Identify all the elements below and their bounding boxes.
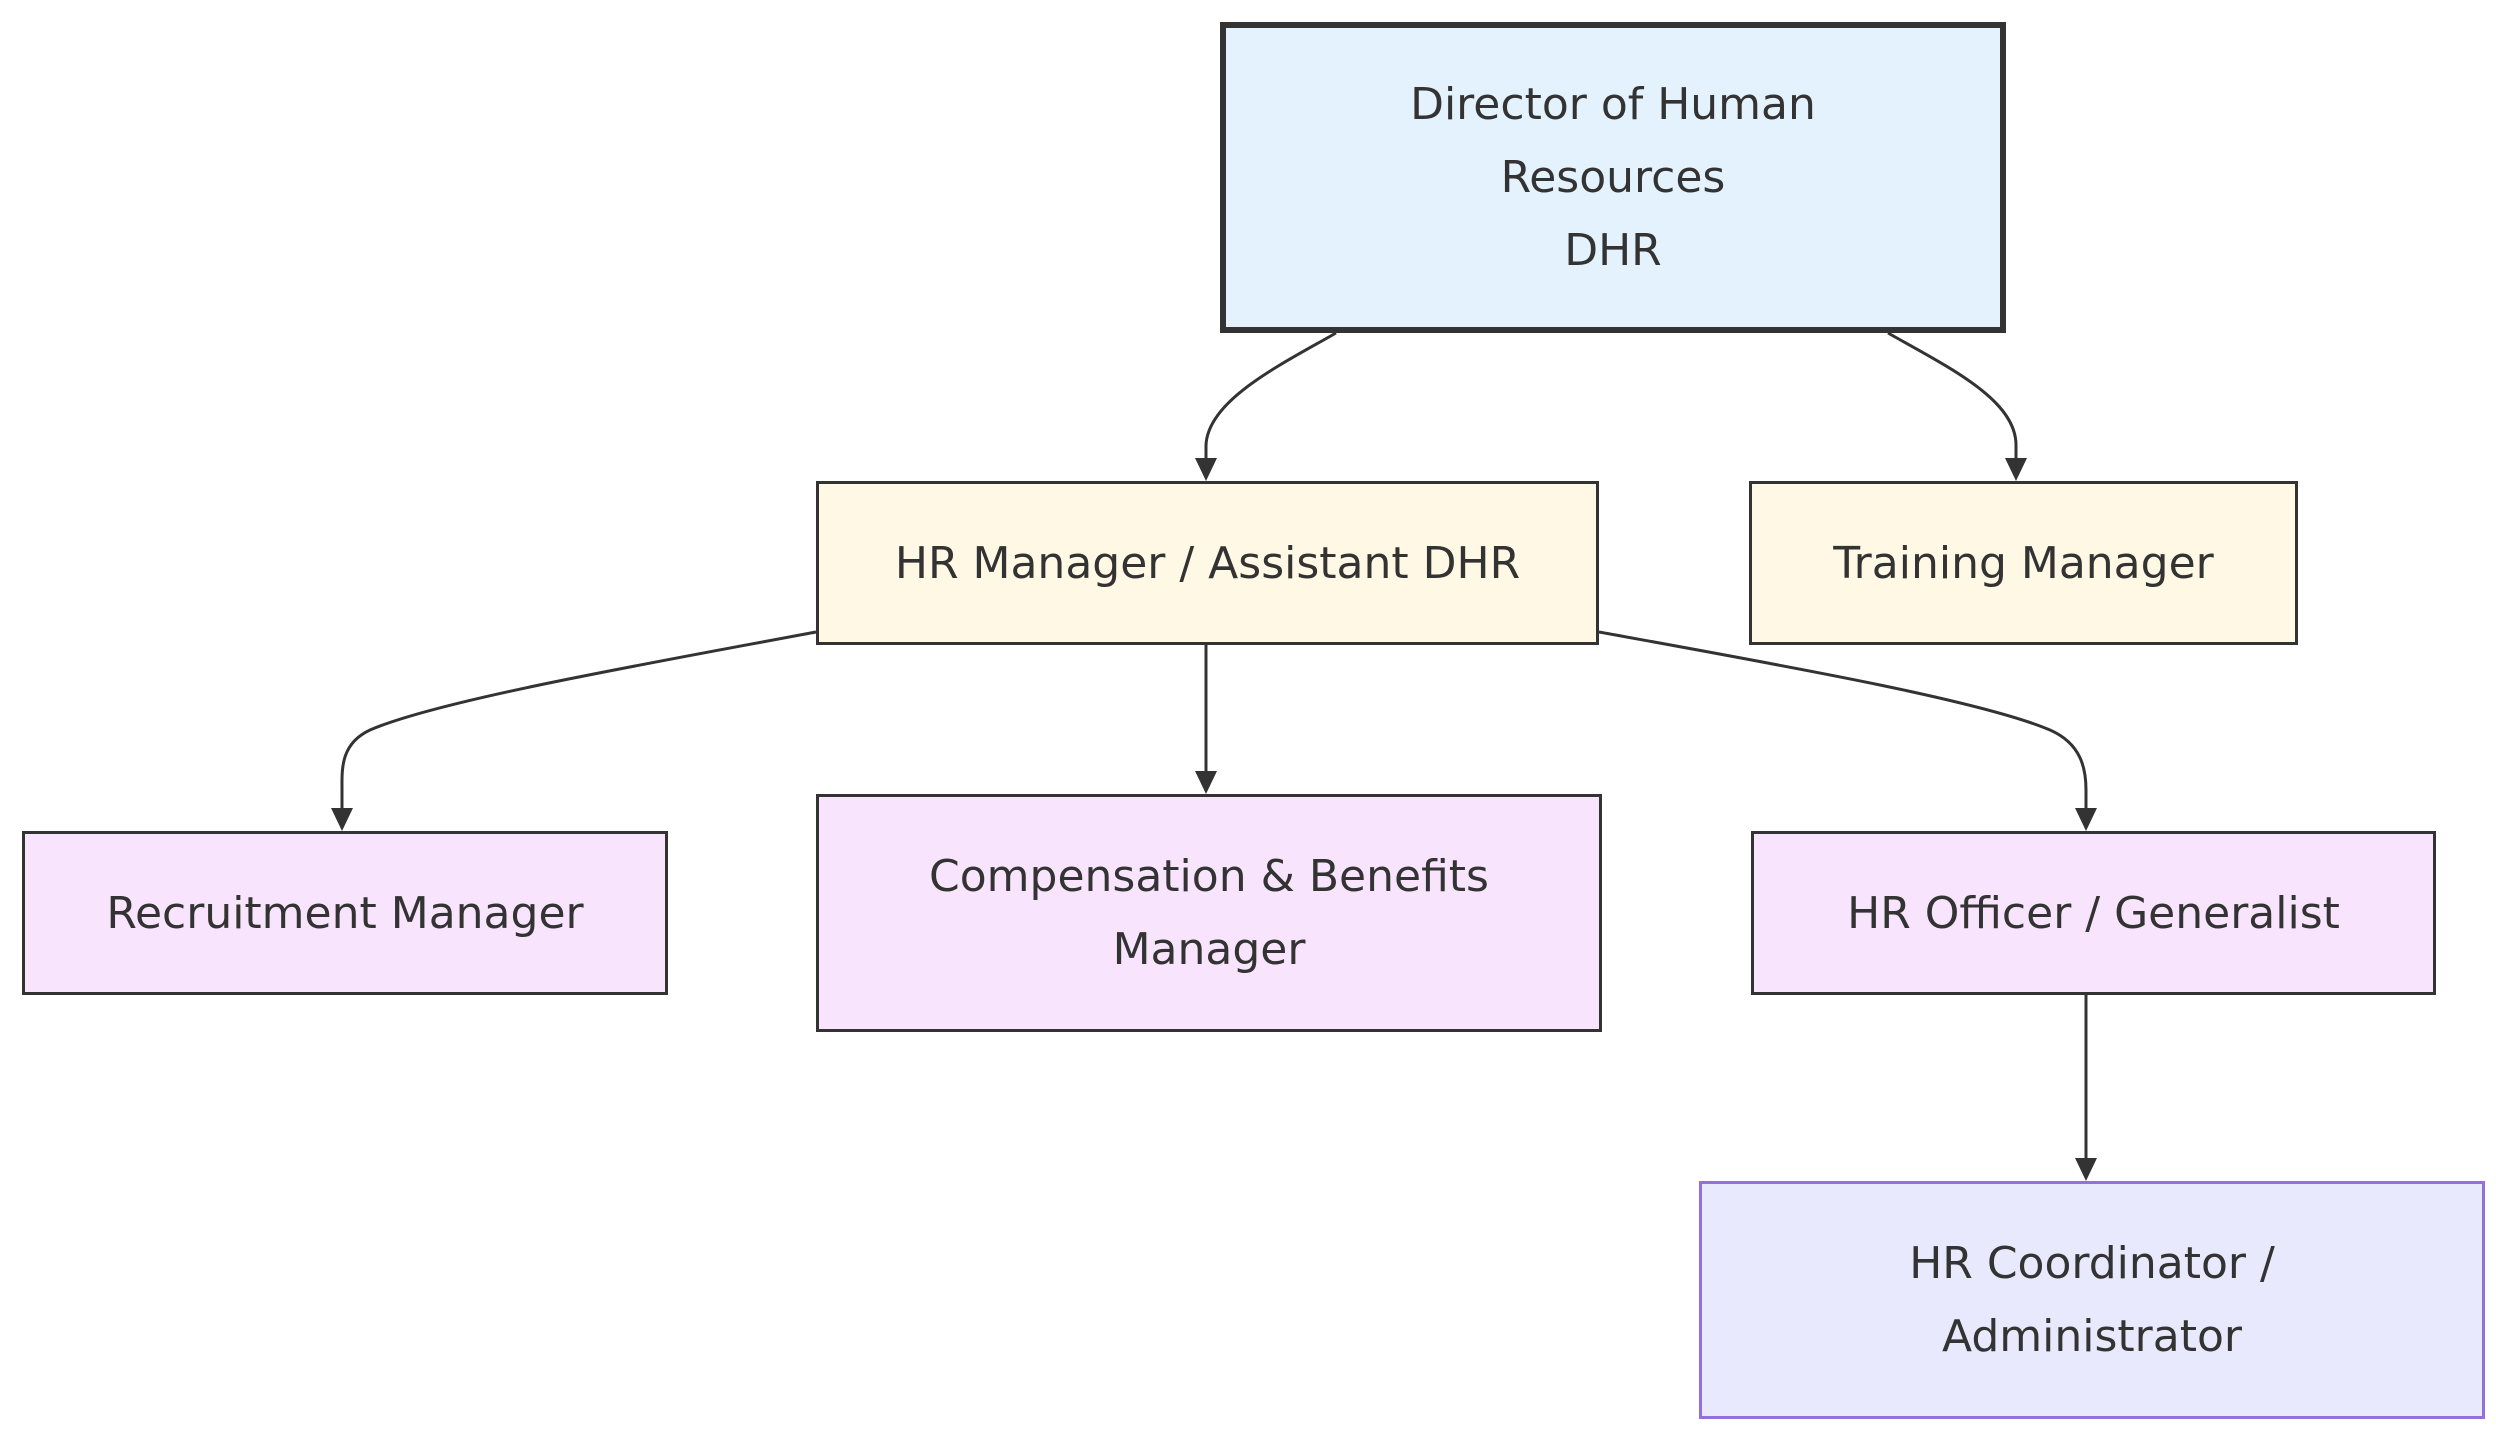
recruitment-manager-node: Recruitment Manager — [22, 831, 668, 995]
arrowhead-hr-manager — [1195, 458, 1217, 481]
edge-hr-manager-to-hr-officer — [1598, 630, 2088, 828]
training-manager-label: Training Manager — [1833, 537, 2214, 589]
comp-benefits-manager-label-line-2: Manager — [1112, 924, 1306, 975]
hr-officer-node: HR Officer / Generalist — [1751, 831, 2436, 995]
edge-director-to-hr-manager — [1204, 331, 1337, 478]
arrowhead-hr-officer — [2075, 808, 2097, 831]
director-hr-label-line-2: Resources — [1500, 152, 1726, 203]
director-hr-node: Director of Human Resources DHR — [1220, 22, 2006, 333]
hr-coordinator-label-line-1: HR Coordinator / — [1909, 1238, 2275, 1289]
arrowhead-recruitment-manager — [331, 808, 353, 831]
hr-officer-label: HR Officer / Generalist — [1847, 887, 2340, 939]
arrowhead-training-manager — [2005, 458, 2027, 481]
edge-director-to-training-manager — [1887, 331, 2018, 478]
arrowheads — [331, 458, 2097, 1181]
training-manager-node: Training Manager — [1749, 481, 2298, 645]
arrowhead-comp-benefits-manager — [1195, 771, 1217, 794]
recruitment-manager-label: Recruitment Manager — [106, 887, 584, 939]
comp-benefits-manager-node: Compensation & Benefits Manager — [816, 794, 1602, 1032]
hr-manager-node: HR Manager / Assistant DHR — [816, 481, 1599, 645]
arrowhead-hr-coordinator — [2075, 1158, 2097, 1181]
hr-coordinator-node: HR Coordinator / Administrator — [1699, 1181, 2485, 1419]
hr-coordinator-label-line-2: Administrator — [1942, 1311, 2242, 1362]
hr-manager-label: HR Manager / Assistant DHR — [894, 537, 1521, 589]
edge-hr-manager-to-recruitment-manager — [340, 630, 817, 828]
director-hr-label-line-3: DHR — [1564, 225, 1662, 276]
comp-benefits-manager-label-line-1: Compensation & Benefits — [929, 851, 1489, 902]
director-hr-label-line-1: Director of Human — [1410, 79, 1816, 130]
